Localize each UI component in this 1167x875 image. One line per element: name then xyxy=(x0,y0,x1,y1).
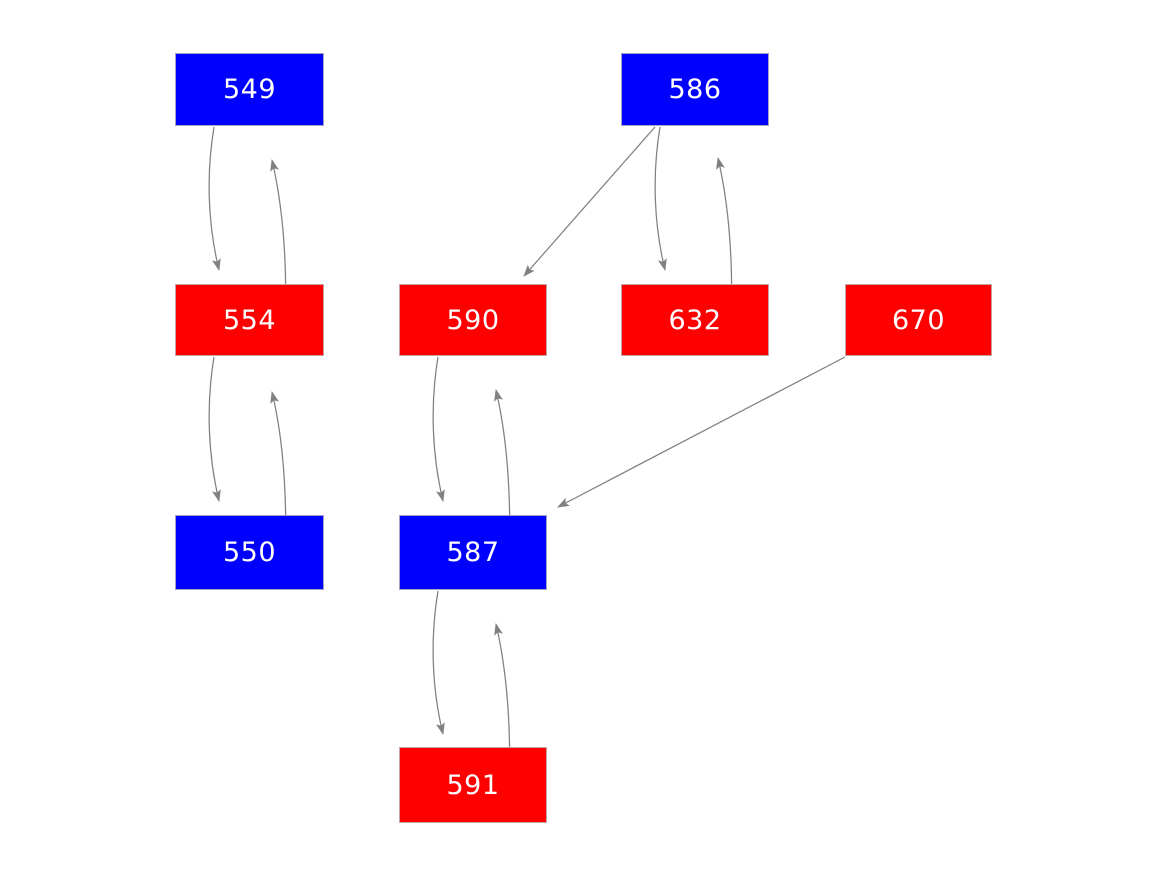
graph-node-550[interactable]: 550 xyxy=(175,515,324,590)
edge-549-to-554 xyxy=(208,126,221,271)
node-label: 586 xyxy=(668,74,722,105)
node-label: 591 xyxy=(446,769,500,801)
edge-587-to-591 xyxy=(432,590,445,735)
graph-node-590[interactable]: 590 xyxy=(399,284,547,356)
edge-554-to-550 xyxy=(208,356,221,502)
edge-586-to-590 xyxy=(523,126,656,277)
graph-node-549[interactable]: 549 xyxy=(175,53,324,126)
graph-node-554[interactable]: 554 xyxy=(175,284,324,356)
graph-node-591[interactable]: 591 xyxy=(399,747,547,823)
edge-590-to-587 xyxy=(432,356,445,502)
graph-node-670[interactable]: 670 xyxy=(845,284,992,356)
node-label: 550 xyxy=(222,537,277,568)
edge-586-to-632 xyxy=(654,126,667,271)
node-label: 670 xyxy=(891,304,946,336)
node-label: 554 xyxy=(222,304,277,336)
node-label: 590 xyxy=(446,304,500,336)
graph-node-587[interactable]: 587 xyxy=(399,515,547,590)
graph-node-632[interactable]: 632 xyxy=(621,284,769,356)
node-label: 549 xyxy=(222,74,277,105)
node-label: 632 xyxy=(668,304,722,336)
node-label: 587 xyxy=(446,537,500,568)
edge-670-to-587 xyxy=(557,356,846,508)
graph-node-586[interactable]: 586 xyxy=(621,53,769,126)
